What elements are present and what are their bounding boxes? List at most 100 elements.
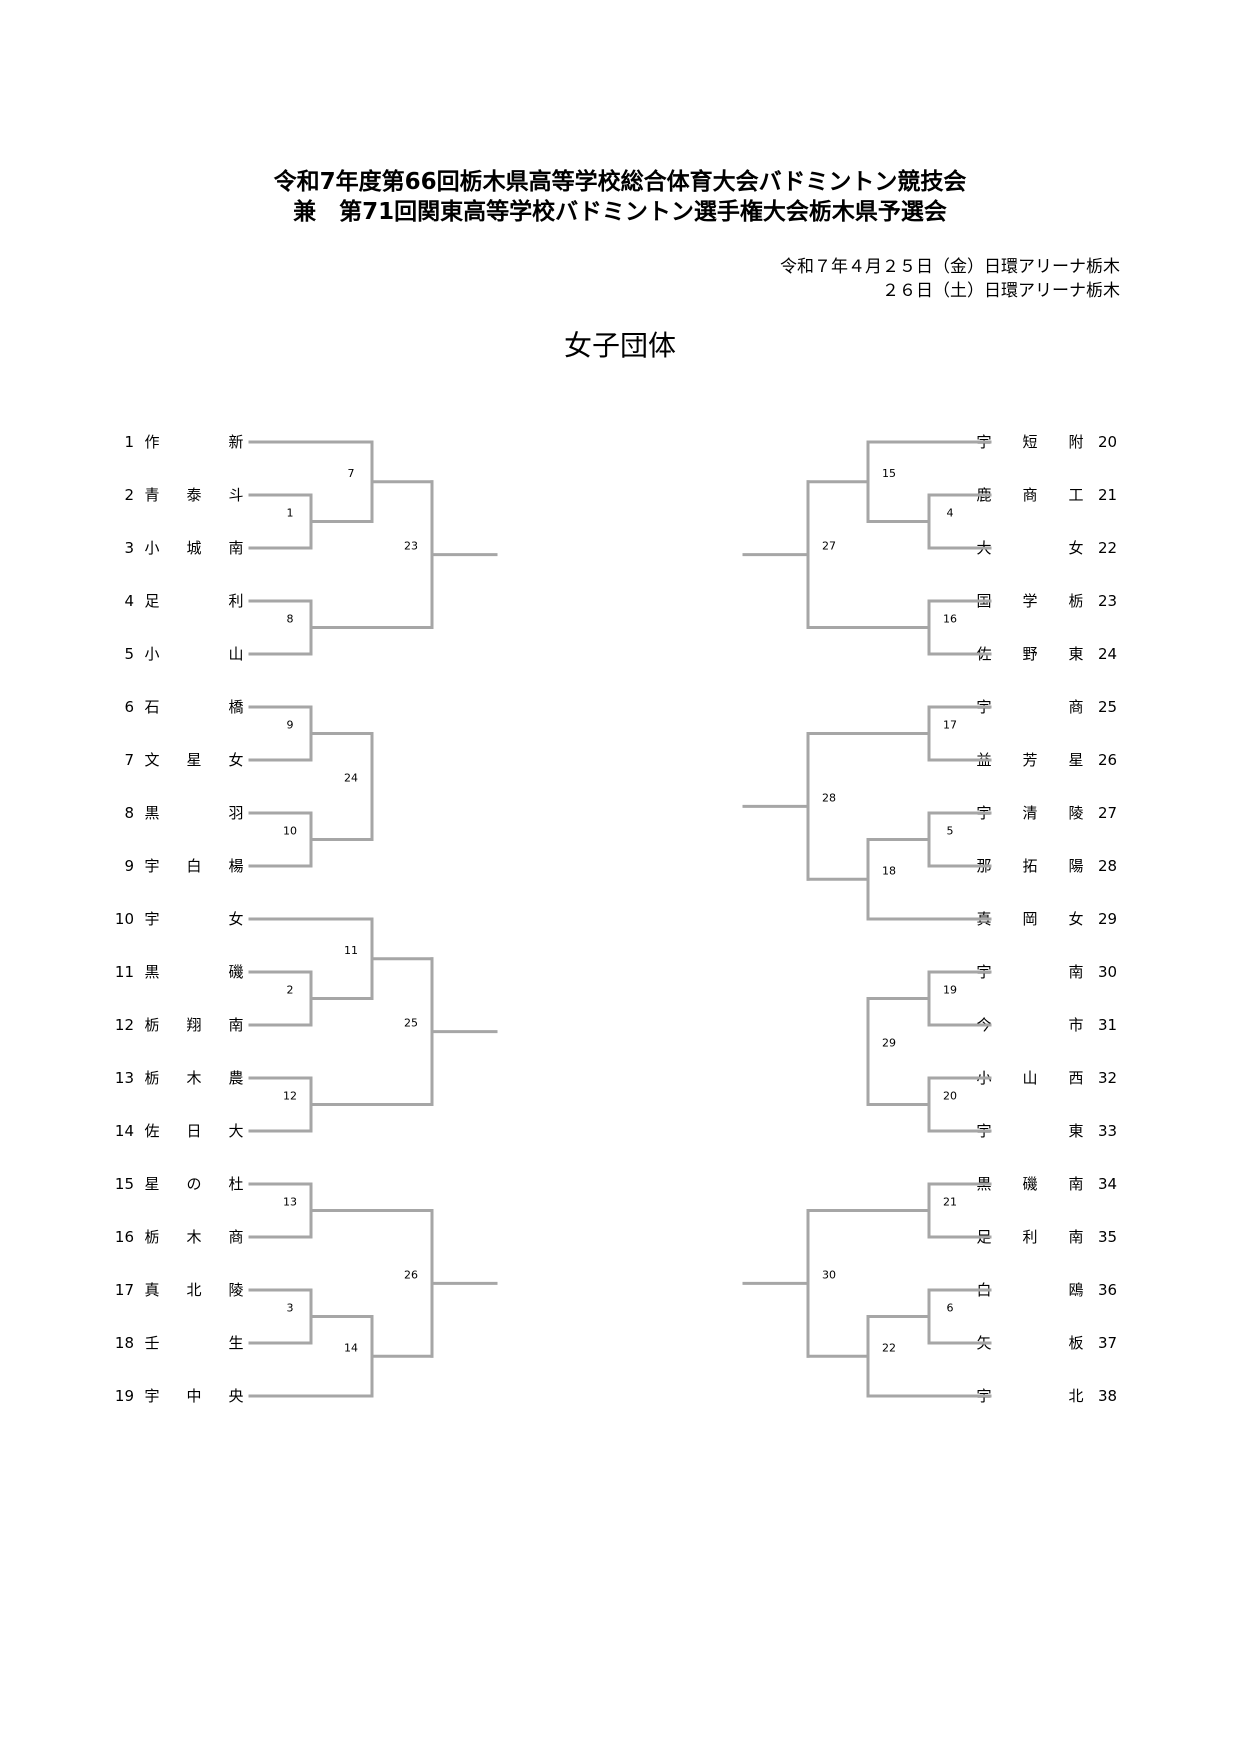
school-name-char: 東 xyxy=(1068,1122,1084,1140)
school-name-char: 栃 xyxy=(144,1069,160,1087)
school-name-char: 北 xyxy=(1068,1387,1084,1405)
entry-number: 26 xyxy=(1098,751,1118,769)
match-number: 23 xyxy=(404,540,418,553)
school-name-char: 商 xyxy=(1068,698,1084,716)
match-number: 10 xyxy=(283,825,297,838)
match-number: 12 xyxy=(283,1090,297,1103)
school-name-char: 短 xyxy=(1022,433,1038,451)
match-number: 22 xyxy=(882,1341,896,1354)
school-name-char: 宇 xyxy=(976,1122,992,1140)
school-name-char: 宇 xyxy=(976,1387,992,1405)
school-name-char: 白 xyxy=(186,857,202,875)
entry-number: 14 xyxy=(114,1122,134,1140)
school-name-char: 農 xyxy=(228,1069,244,1087)
match-number: 18 xyxy=(882,864,896,877)
match-number: 11 xyxy=(344,944,358,957)
match-number: 8 xyxy=(287,613,294,626)
school-name-char: 鴎 xyxy=(1068,1281,1084,1299)
match-number: 26 xyxy=(404,1268,418,1281)
school-name-char: 翔 xyxy=(186,1016,202,1034)
school-name-char: 小 xyxy=(144,645,160,663)
school-name-char: の xyxy=(186,1175,202,1193)
title-line-1: 令和7年度第66回栃木県高等学校総合体育大会バドミントン競技会 xyxy=(273,169,967,195)
match-number: 21 xyxy=(943,1196,957,1209)
school-name-char: 市 xyxy=(1068,1016,1084,1034)
entry-number: 5 xyxy=(124,645,134,663)
school-name-char: 木 xyxy=(186,1228,202,1246)
school-name-char: 文 xyxy=(144,751,160,769)
school-name-char: 新 xyxy=(228,433,244,451)
match-number: 30 xyxy=(822,1268,836,1281)
school-name-char: 那 xyxy=(976,857,992,875)
entry-number: 19 xyxy=(114,1387,134,1405)
school-name-char: 宇 xyxy=(976,433,992,451)
event-heading: 女子団体 xyxy=(563,329,676,362)
entry-number: 8 xyxy=(124,804,134,822)
match-number: 27 xyxy=(822,540,836,553)
school-name-char: 矢 xyxy=(976,1334,992,1352)
school-name-char: 城 xyxy=(186,539,202,557)
school-name-char: 大 xyxy=(228,1122,244,1140)
school-name-char: 木 xyxy=(186,1069,202,1087)
entry-number: 31 xyxy=(1098,1016,1118,1034)
entry-number: 4 xyxy=(124,592,134,610)
school-name-char: 宇 xyxy=(976,963,992,981)
match-number: 6 xyxy=(947,1302,954,1315)
school-name-char: 佐 xyxy=(976,645,992,663)
match-number: 25 xyxy=(404,1017,418,1030)
school-name-char: 芳 xyxy=(1022,751,1038,769)
entry-number: 23 xyxy=(1098,592,1118,610)
entry-number: 15 xyxy=(114,1175,134,1193)
school-name-char: 青 xyxy=(144,486,160,504)
match-number: 17 xyxy=(943,719,957,732)
school-name-char: 宇 xyxy=(976,804,992,822)
school-name-char: 鹿 xyxy=(976,486,992,504)
school-name-char: 南 xyxy=(1068,963,1084,981)
school-name-char: 真 xyxy=(976,910,992,928)
match-number: 3 xyxy=(287,1302,294,1315)
match-number: 9 xyxy=(287,719,294,732)
school-name-char: 宇 xyxy=(144,910,160,928)
school-name-char: 足 xyxy=(976,1228,992,1246)
school-name-char: 北 xyxy=(186,1281,202,1299)
school-name-char: 橋 xyxy=(228,698,244,716)
entry-number: 33 xyxy=(1098,1122,1118,1140)
match-number: 16 xyxy=(943,613,957,626)
school-name-char: 附 xyxy=(1068,433,1084,451)
school-name-char: 足 xyxy=(144,592,160,610)
match-number: 24 xyxy=(344,772,358,785)
school-name-char: 陵 xyxy=(1068,804,1084,822)
school-name-char: 陵 xyxy=(228,1281,244,1299)
school-name-char: 星 xyxy=(186,751,202,769)
school-name-char: 栃 xyxy=(144,1228,160,1246)
entry-number: 22 xyxy=(1098,539,1118,557)
match-number: 1 xyxy=(287,507,294,520)
school-name-char: 南 xyxy=(228,1016,244,1034)
entry-number: 17 xyxy=(114,1281,134,1299)
school-name-char: 小 xyxy=(144,539,160,557)
school-name-char: 小 xyxy=(976,1069,992,1087)
school-name-char: 山 xyxy=(228,645,244,663)
school-name-char: 清 xyxy=(1022,804,1038,822)
date-venue-line-1: 令和７年４月２５日（金）日環アリーナ栃木 xyxy=(780,257,1120,277)
match-number: 15 xyxy=(882,467,896,480)
school-name-char: 益 xyxy=(976,751,992,769)
